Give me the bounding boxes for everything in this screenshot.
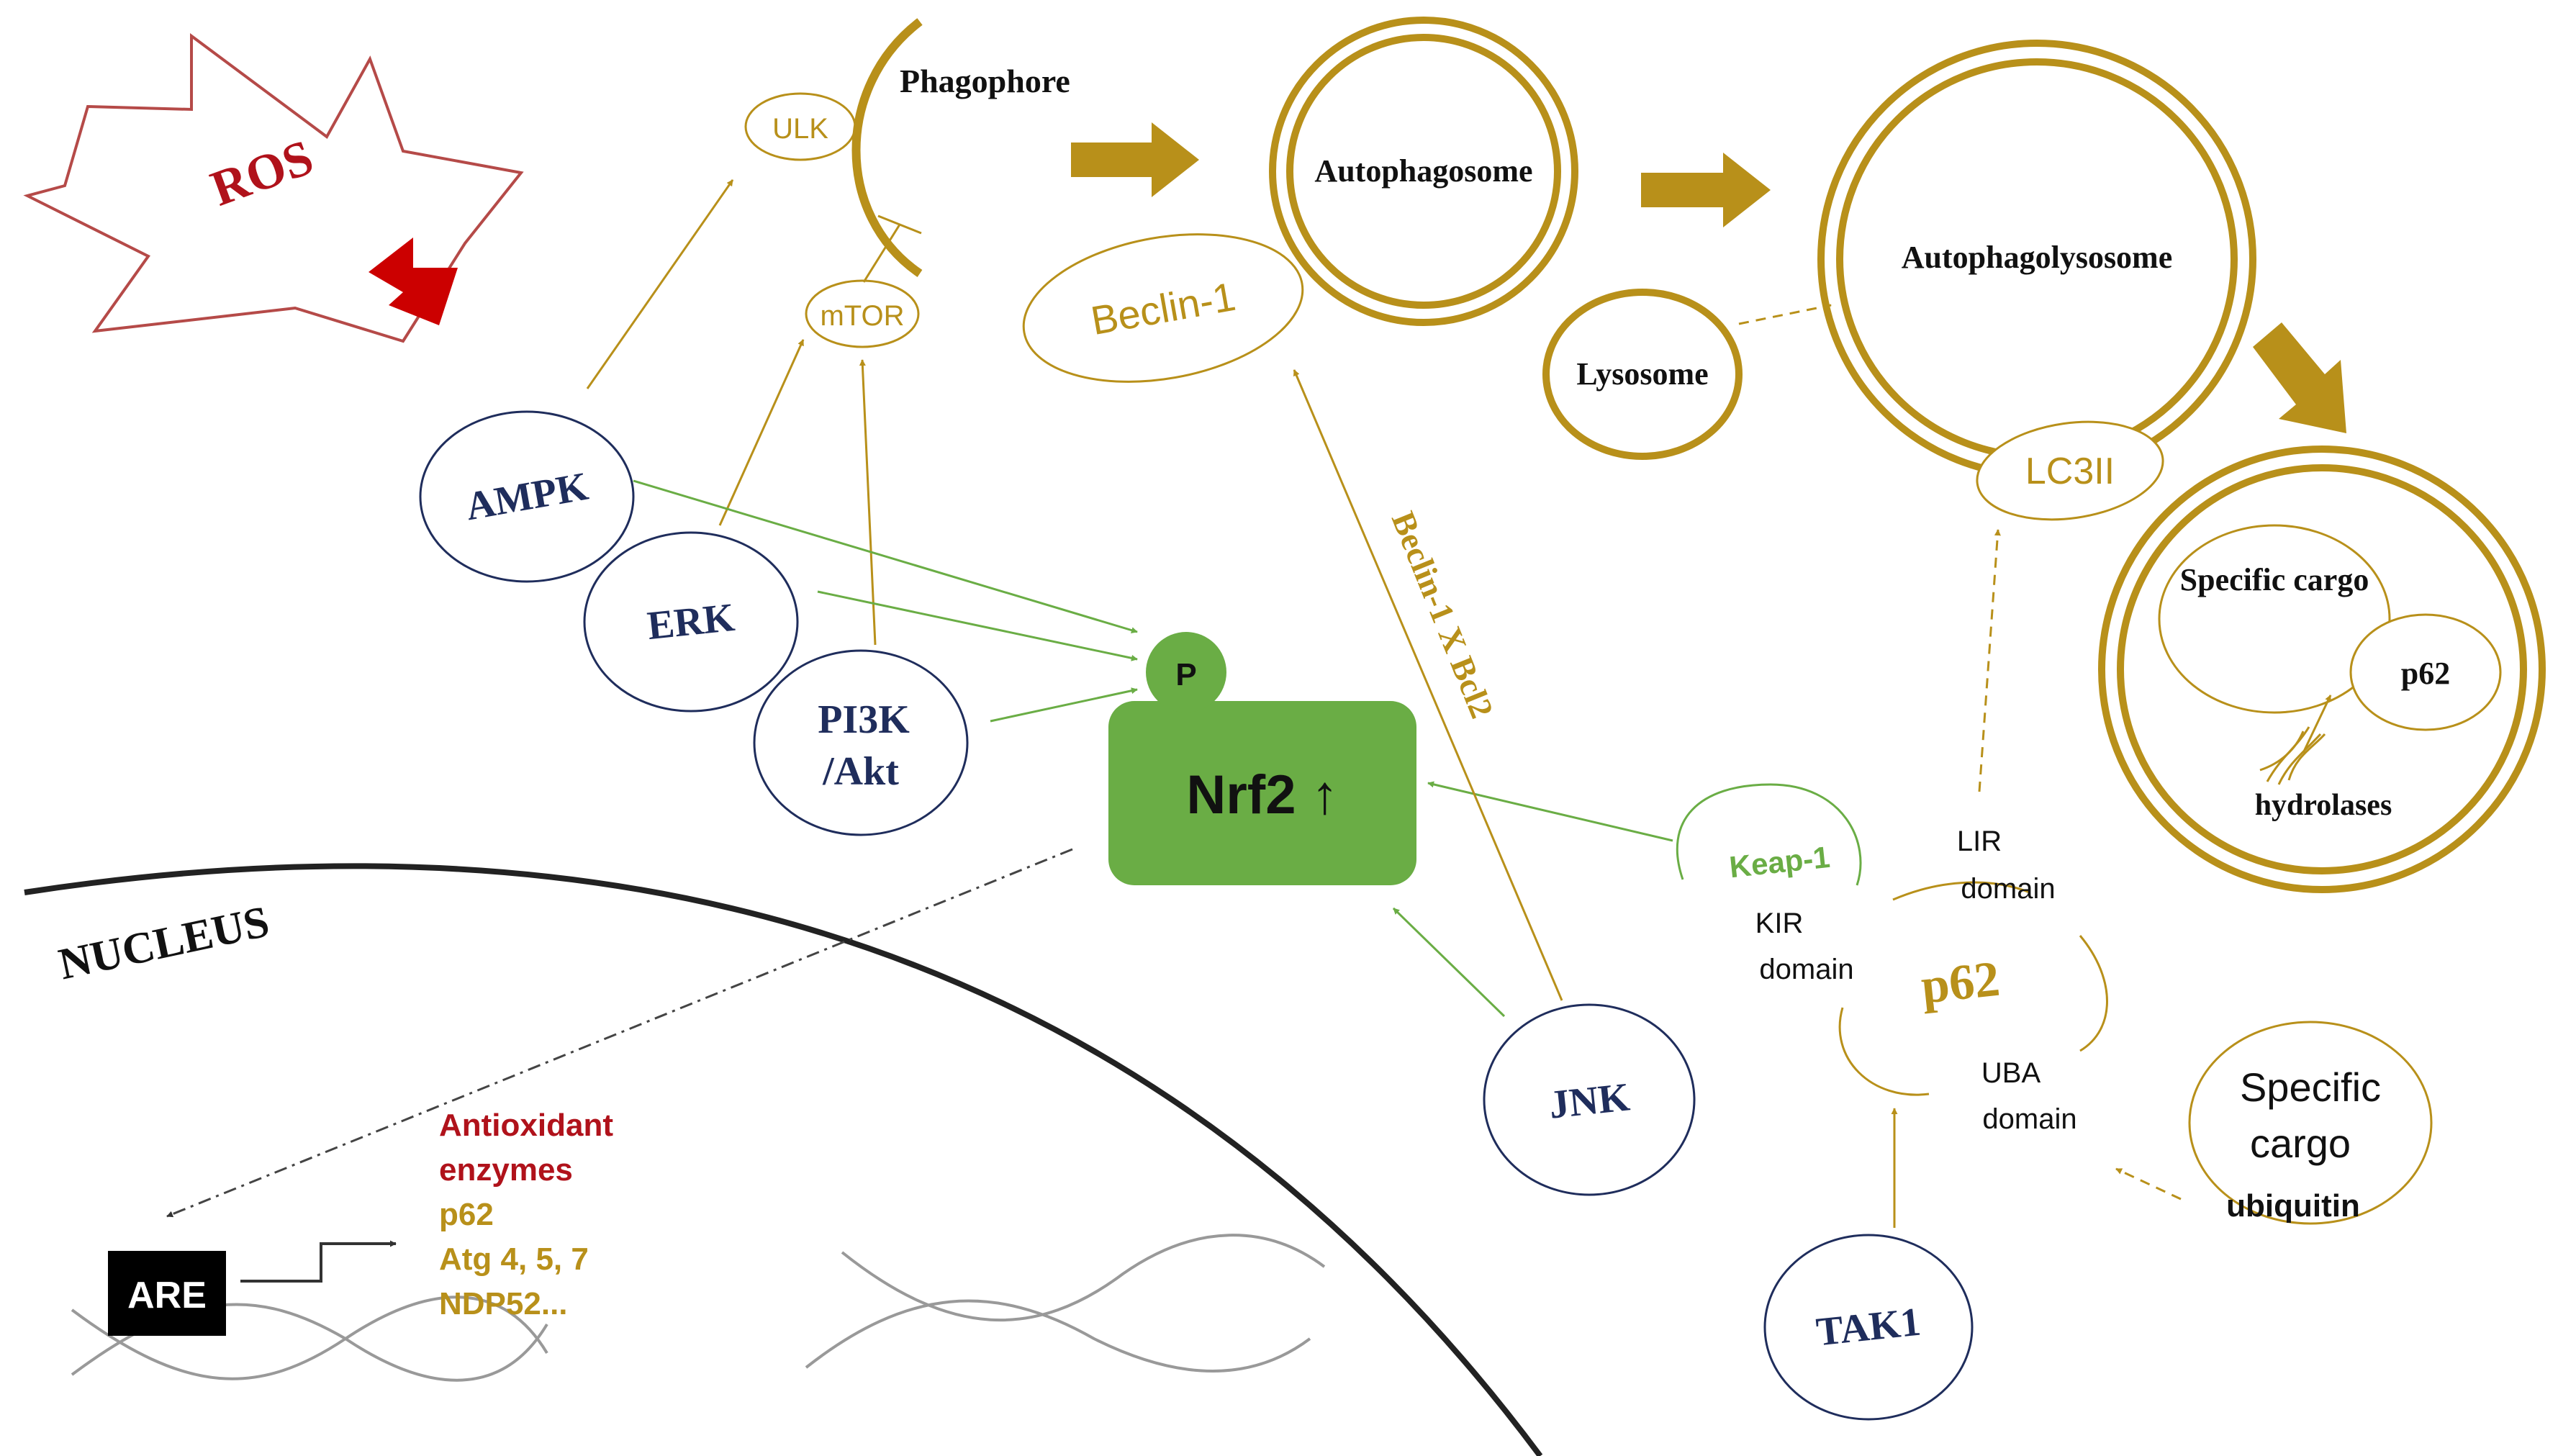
mtor-node bbox=[805, 279, 920, 348]
pi3k-to-mtor-arrow bbox=[859, 359, 877, 646]
red-arrow-icon bbox=[369, 238, 458, 325]
bent-arrow-icon bbox=[240, 1240, 397, 1283]
kir-label-line1: KIR bbox=[1755, 908, 1804, 939]
p62-complex: Keap-1 KIR domain LIR domain p62 UBA dom… bbox=[1676, 783, 2108, 1135]
gene-p62: p62 bbox=[439, 1197, 494, 1232]
erk-label: ERK bbox=[645, 595, 737, 648]
beclin1-node bbox=[1022, 233, 1304, 383]
tak1-label: TAK1 bbox=[1814, 1300, 1923, 1355]
gold-block-arrow-icon bbox=[2253, 322, 2346, 433]
p62-inner-label: p62 bbox=[2401, 656, 2450, 691]
gene-list: Antioxidant enzymes p62 Atg 4, 5, 7 NDP5… bbox=[439, 1108, 613, 1321]
pi3k-node bbox=[753, 649, 969, 836]
ros-group: ROS bbox=[23, 33, 524, 343]
erk-to-nrf2-arrow bbox=[817, 590, 1138, 661]
ampk-node bbox=[419, 410, 635, 583]
lir-label-line1: LIR bbox=[1957, 826, 2002, 857]
pi3k-to-nrf2-arrow bbox=[990, 687, 1138, 723]
beclin1-label: Beclin-1 bbox=[1088, 273, 1239, 343]
nrf2-label: Nrf2 ↑ bbox=[1186, 764, 1338, 826]
uba-label-line1: UBA bbox=[1981, 1057, 2041, 1089]
mtor-inhibition-bar bbox=[877, 214, 922, 235]
erk-to-mtor-arrow bbox=[718, 339, 805, 526]
mtor-label: mTOR bbox=[820, 300, 904, 332]
degradation-outer bbox=[2098, 446, 2546, 893]
gene-ndp52: NDP52... bbox=[439, 1286, 568, 1321]
lir-label-line2: domain bbox=[1961, 873, 2055, 905]
pi3k-label-line1: PI3K bbox=[818, 697, 910, 742]
keap1-label: Keap-1 bbox=[1727, 840, 1831, 884]
autophagosome-outer bbox=[1269, 17, 1578, 326]
degradation-inner bbox=[2117, 464, 2527, 874]
p-badge-label: P bbox=[1175, 657, 1196, 692]
nucleus-membrane bbox=[24, 863, 1543, 1456]
jnk-node bbox=[1483, 1003, 1696, 1196]
nrf2-to-are-arrow bbox=[166, 848, 1073, 1218]
lc3ii-node bbox=[1976, 420, 2164, 521]
autophagolysosome-label: Autophagolysosome bbox=[1902, 240, 2173, 275]
uba-label-line2: domain bbox=[1982, 1103, 2076, 1135]
ulk-node bbox=[744, 92, 857, 161]
beclin-bcl2-label: Beclin-1 X Bcl2 bbox=[1385, 507, 1501, 723]
mtor-inhibition-line bbox=[862, 224, 901, 283]
p62-inner-node bbox=[2349, 613, 2502, 731]
phagophore-label: Phagophore bbox=[900, 63, 1070, 99]
cargo-to-uba-arrow bbox=[2115, 1167, 2182, 1200]
hydrolases-label: hydrolases bbox=[2255, 789, 2392, 822]
specific-cargo-inner-node bbox=[2158, 524, 2391, 714]
autophagosome-label: Autophagosome bbox=[1314, 153, 1532, 189]
ulk-label: ULK bbox=[772, 113, 828, 145]
keap1-arc bbox=[1676, 783, 1862, 886]
jnk-to-beclin1-arrow bbox=[1293, 369, 1563, 1001]
hydrolase-strands bbox=[2259, 726, 2326, 785]
specific-cargo-outer-node bbox=[2188, 1021, 2433, 1225]
lysosome-node bbox=[1542, 289, 1743, 460]
are-label: ARE bbox=[127, 1275, 207, 1316]
specific-cargo-outer-line1: Specific bbox=[2240, 1064, 2381, 1110]
hydrolases-arrow bbox=[2302, 695, 2332, 754]
p62-ring-top bbox=[1892, 881, 2030, 901]
are-box bbox=[108, 1251, 226, 1336]
lir-to-lc3ii-arrow bbox=[1978, 529, 2001, 792]
jnk-label: JNK bbox=[1547, 1075, 1632, 1127]
jnk-to-nrf2-arrow bbox=[1392, 907, 1506, 1018]
gene-antioxidant-line2: enzymes bbox=[439, 1152, 573, 1188]
nrf2-box bbox=[1108, 701, 1416, 885]
dna-helix-shape bbox=[71, 1234, 1326, 1382]
p62-ring-right bbox=[2079, 935, 2108, 1052]
p-badge bbox=[1146, 632, 1226, 713]
pi3k-label-line2: /Akt bbox=[822, 749, 899, 794]
gene-atg: Atg 4, 5, 7 bbox=[439, 1242, 589, 1277]
ampk-to-ulk-arrow bbox=[586, 179, 734, 389]
lysosome-label: Lysosome bbox=[1576, 356, 1708, 392]
gold-block-arrow-icon bbox=[1641, 153, 1771, 227]
keap1-to-nrf2-arrow bbox=[1427, 781, 1673, 842]
ampk-to-nrf2-arrow bbox=[633, 479, 1138, 633]
specific-cargo-outer-line2: cargo bbox=[2250, 1121, 2351, 1166]
tak1-node bbox=[1763, 1234, 1974, 1421]
specific-cargo-inner-label: Specific cargo bbox=[2180, 562, 2369, 597]
kir-label-line2: domain bbox=[1759, 954, 1853, 985]
autophagosome-inner bbox=[1286, 34, 1561, 309]
erk-node bbox=[583, 531, 799, 713]
lc3ii-label: LC3II bbox=[2025, 451, 2115, 492]
ubiquitin-label: ubiquitin bbox=[2226, 1188, 2360, 1224]
p62-ring-left bbox=[1838, 1007, 1930, 1096]
phagophore-arc bbox=[851, 18, 923, 277]
lysosome-to-autophagolysosome-arrow bbox=[1738, 303, 1832, 325]
p62-main-label: p62 bbox=[1918, 951, 2002, 1015]
gold-block-arrow-icon bbox=[1071, 122, 1199, 197]
nucleus-label: NUCLEUS bbox=[55, 897, 274, 989]
gene-antioxidant-line1: Antioxidant bbox=[439, 1108, 613, 1143]
